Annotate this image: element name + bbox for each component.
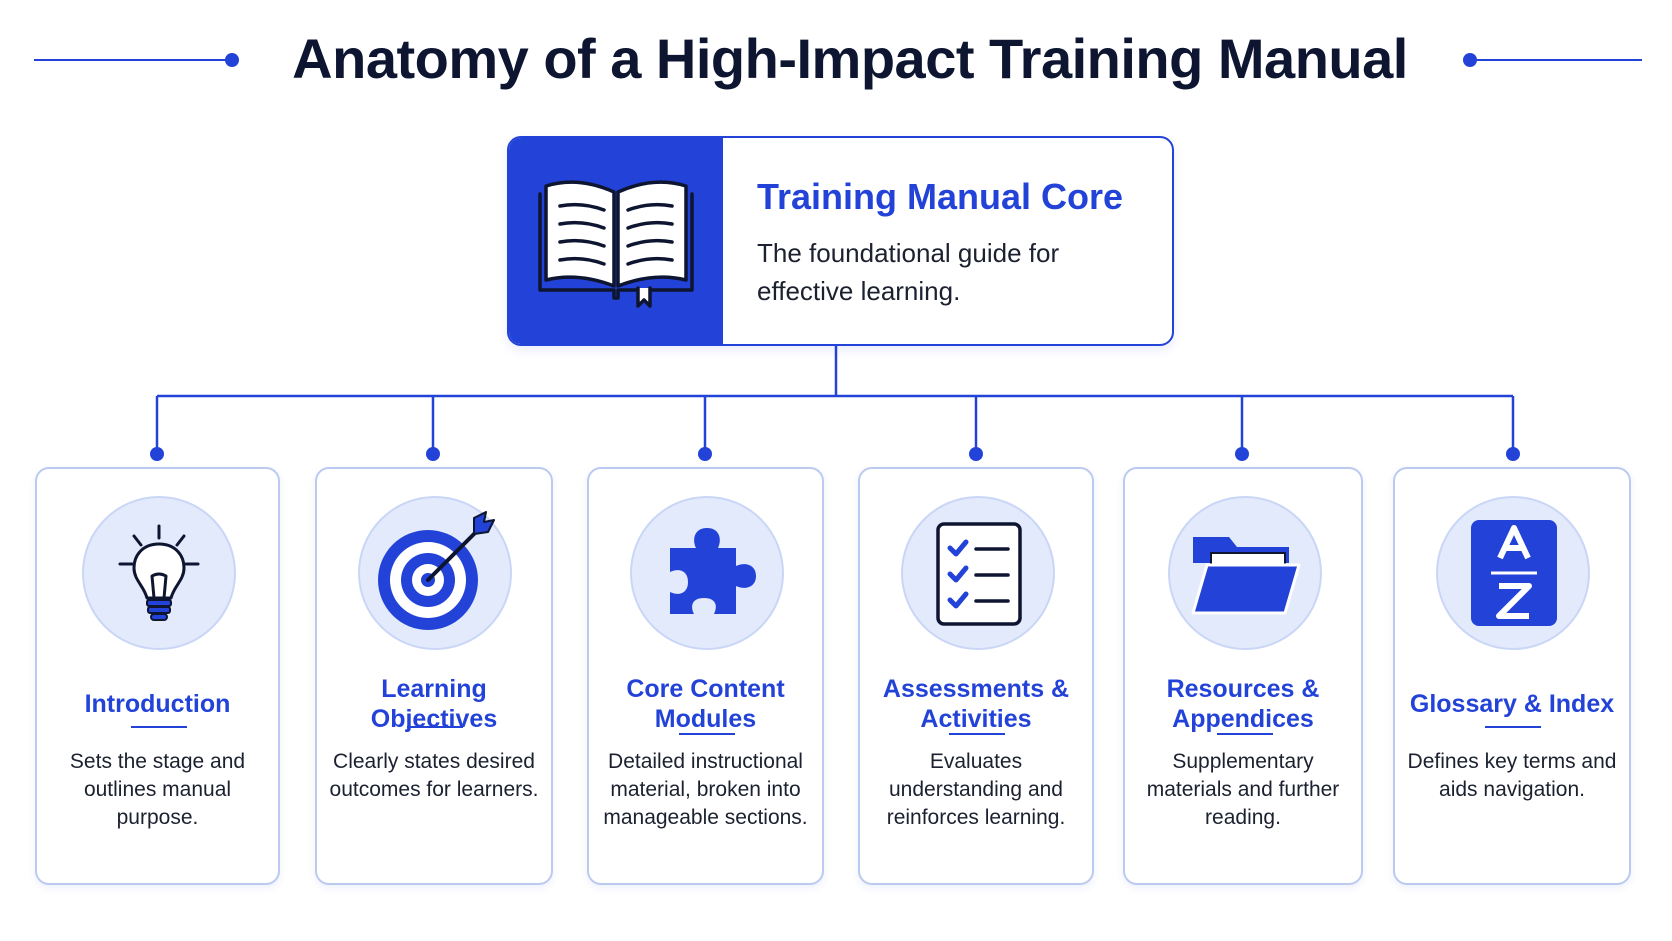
section-description: Clearly states desired outcomes for lear…	[329, 750, 539, 801]
section-divider	[949, 733, 1005, 735]
icon-circle	[630, 496, 784, 650]
icon-circle	[1168, 496, 1322, 650]
open-book-icon	[538, 180, 694, 308]
section-divider	[407, 726, 463, 728]
section-title: Glossary & Index	[1409, 690, 1615, 718]
lightbulb-icon	[118, 524, 200, 621]
core-title: Training Manual Core	[757, 176, 1124, 217]
connector-dot-6	[1506, 447, 1520, 461]
title-decor-dot-left	[225, 53, 239, 67]
icon-circle	[82, 496, 236, 650]
connector-dot-2	[426, 447, 440, 461]
title-row: Anatomy of a High-Impact Training Manual	[0, 22, 1672, 98]
section-title: Assessments & Activities	[882, 675, 1070, 733]
core-card: Training Manual Core The foundational gu…	[507, 136, 1174, 346]
section-card-introduction: Introduction Sets the stage and outlines…	[35, 467, 280, 885]
section-card-assessments-activities: Assessments & Activities Evaluates under…	[858, 467, 1094, 885]
connector-dot-5	[1235, 447, 1249, 461]
section-divider	[679, 733, 735, 735]
icon-circle	[1436, 496, 1590, 650]
title-decor-line-left	[34, 59, 231, 61]
section-divider	[131, 726, 187, 728]
section-description: Detailed instructional material, broken …	[603, 750, 808, 829]
connector-dot-4	[969, 447, 983, 461]
section-title: Core Content Modules	[626, 675, 785, 733]
section-divider	[1217, 733, 1273, 735]
target-icon	[378, 511, 495, 630]
icon-circle	[901, 496, 1055, 650]
section-title: Introduction	[84, 690, 231, 718]
section-description: Defines key terms and aids navigation.	[1407, 750, 1617, 801]
section-card-learning-objectives: Learning Objectives Clearly states desir…	[315, 467, 553, 885]
section-card-resources-appendices: Resources & Appendices Supplementary mat…	[1123, 467, 1363, 885]
core-icon-panel	[509, 138, 723, 344]
core-description: The foundational guide for effective lea…	[757, 238, 1060, 306]
section-description: Supplementary materials and further read…	[1146, 750, 1340, 829]
icon-circle	[358, 496, 512, 650]
section-card-core-content-modules: Core Content Modules Detailed instructio…	[587, 467, 824, 885]
connector-dot-1	[150, 447, 164, 461]
section-description: Evaluates understanding and reinforces l…	[886, 750, 1066, 829]
connector-dot-3	[698, 447, 712, 461]
puzzle-piece-icon	[670, 528, 756, 614]
section-description: Sets the stage and outlines manual purpo…	[69, 750, 246, 829]
section-divider	[1485, 726, 1541, 728]
section-title: Resources & Appendices	[1166, 675, 1320, 733]
folder-icon	[1191, 537, 1301, 615]
checklist-icon	[936, 522, 1022, 626]
section-card-glossary-index: Glossary & Index Defines key terms and a…	[1393, 467, 1631, 885]
page-title: Anatomy of a High-Impact Training Manual	[292, 27, 1408, 90]
title-decor-line-right	[1470, 59, 1642, 61]
a-to-z-icon	[1471, 520, 1557, 626]
section-title: Learning Objectives	[370, 675, 498, 733]
